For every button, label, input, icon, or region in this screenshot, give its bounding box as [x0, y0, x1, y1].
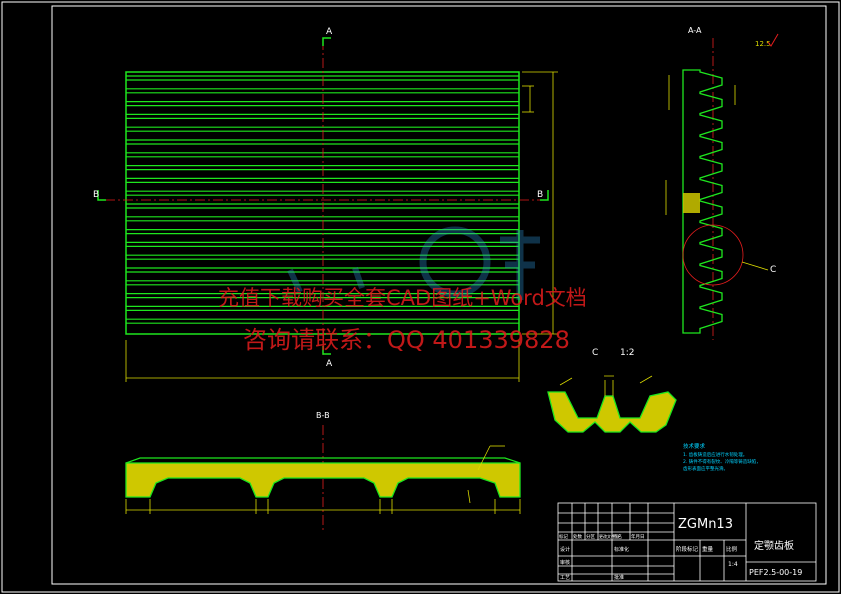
detail-c-circle — [682, 224, 744, 286]
notes-line-1: 1. 齿板铸造后应进行水韧处理。 — [683, 451, 747, 458]
roughness-symbol: 12.5 — [755, 40, 771, 48]
role-review: 审核 — [560, 559, 570, 566]
cut-b-right-label: B — [537, 190, 543, 200]
cut-b-left-label: B — [93, 190, 99, 200]
cut-a-bottom-label: A — [326, 359, 333, 369]
section-bb-view: B-B — [125, 411, 521, 530]
scale-label: 比例 — [726, 545, 738, 553]
bb-plate-profile — [125, 462, 521, 498]
watermark-line-2: 咨询请联系：QQ 401339828 — [243, 326, 570, 354]
role-process: 工艺 — [560, 575, 570, 581]
detail-c-scale: 1:2 — [620, 348, 634, 358]
watermark-logo — [287, 226, 540, 300]
section-aa-view: A-A C 12.5 — [665, 26, 779, 340]
cut-a-top-label: A — [326, 27, 333, 37]
role-standard: 标准化 — [614, 546, 629, 553]
front-view: A A B B — [93, 27, 558, 382]
header-label-5: 签名 — [613, 533, 622, 540]
roughness-check-icon — [767, 33, 779, 47]
watermark-line-1: 充值下载购买全套CAD图纸+Word文档 — [218, 286, 587, 310]
header-label-3: 分区 — [586, 533, 595, 540]
technical-notes: 技术要求 1. 齿板铸造后应进行水韧处理。 2. 铸件不得有裂纹、冷隔等铸造缺陷… — [683, 442, 761, 472]
aa-hatch-section — [683, 193, 700, 213]
detail-c-profile — [547, 391, 677, 433]
header-label-4: 更改文件号 — [599, 533, 619, 539]
drawing-number-text: PEF2.5-00-19 — [749, 568, 802, 577]
stage-label: 阶段标记 — [676, 545, 699, 553]
material-text: ZGMn13 — [678, 517, 733, 532]
role-design: 设计 — [560, 546, 570, 553]
part-name-text: 定颚齿板 — [754, 539, 794, 552]
role-approve: 批准 — [614, 574, 624, 581]
title-block — [557, 502, 817, 582]
detail-c-view: C 1:2 — [547, 348, 677, 433]
cut-b-left-mark — [97, 190, 106, 201]
notes-line-2: 2. 铸件不得有裂纹、冷隔等铸造缺陷， — [683, 458, 761, 465]
scale-text: 1:4 — [728, 561, 738, 568]
header-label-6: 年月日 — [631, 533, 645, 540]
inner-border — [51, 5, 827, 585]
section-bb-label: B-B — [316, 411, 330, 420]
cut-a-top-mark — [322, 37, 331, 46]
notes-title: 技术要求 — [683, 442, 706, 450]
header-label-1: 标记 — [559, 533, 568, 540]
detail-c-label: C — [592, 348, 598, 358]
cut-a-bottom-mark — [322, 346, 331, 355]
plate-outline — [125, 71, 520, 335]
notes-line-3: 齿形表面应平整光滑。 — [683, 465, 728, 472]
detail-c-marker-label: C — [770, 265, 776, 275]
bb-tooth-crest — [125, 457, 521, 464]
header-label-2: 处数 — [573, 533, 582, 540]
cut-b-right-mark — [540, 190, 549, 201]
weight-label: 重量 — [702, 545, 714, 553]
section-aa-label: A-A — [688, 26, 702, 35]
title-block-text: ZGMn13 定颚齿板 PEF2.5-00-19 1:4 阶段标记 重量 比例 … — [559, 517, 802, 581]
